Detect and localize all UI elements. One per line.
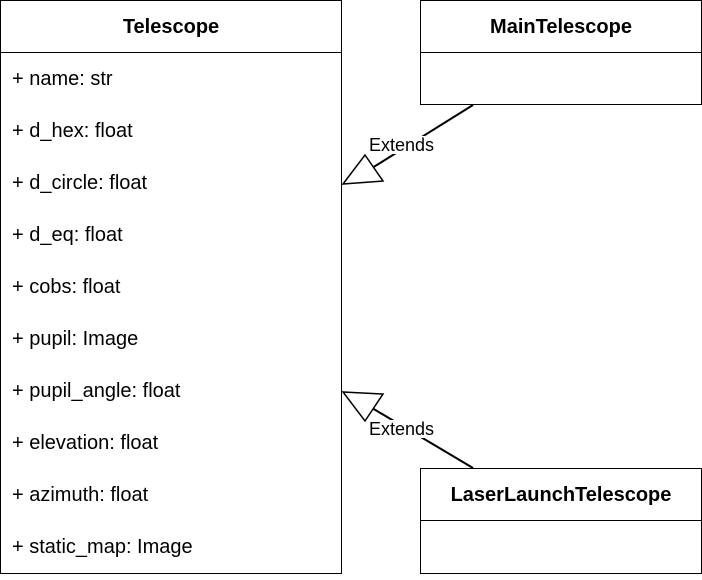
attribute-pupil: + pupil: Image [12,328,139,350]
attribute-static-map: + static_map: Image [12,536,193,558]
laser-launch-telescope-class[interactable]: LaserLaunchTelescope [420,468,702,574]
main-extends-label: Extends [368,135,436,155]
laser-extends-label: Extends [368,419,436,439]
main-telescope-class-title: MainTelescope [421,1,701,53]
attribute-name: + name: str [12,68,113,90]
attribute-d-circle: + d_circle: float [12,172,148,194]
laser-extends-arrowhead [341,391,385,423]
telescope-class[interactable]: Telescope + name: str + d_hex: float + d… [0,0,342,574]
attribute-d-hex: + d_hex: float [12,120,133,142]
telescope-attribute-list: + name: str + d_hex: float + d_circle: f… [1,53,341,573]
main-extends-arrowhead [341,153,385,185]
telescope-class-title: Telescope [1,1,341,53]
attribute-azimuth: + azimuth: float [12,484,149,506]
attribute-cobs: + cobs: float [12,276,121,298]
attribute-d-eq: + d_eq: float [12,224,123,246]
attribute-elevation: + elevation: float [12,432,159,454]
attribute-pupil-angle: + pupil_angle: float [12,380,181,402]
laser-launch-telescope-class-title: LaserLaunchTelescope [421,469,701,521]
main-telescope-class[interactable]: MainTelescope [420,0,702,105]
